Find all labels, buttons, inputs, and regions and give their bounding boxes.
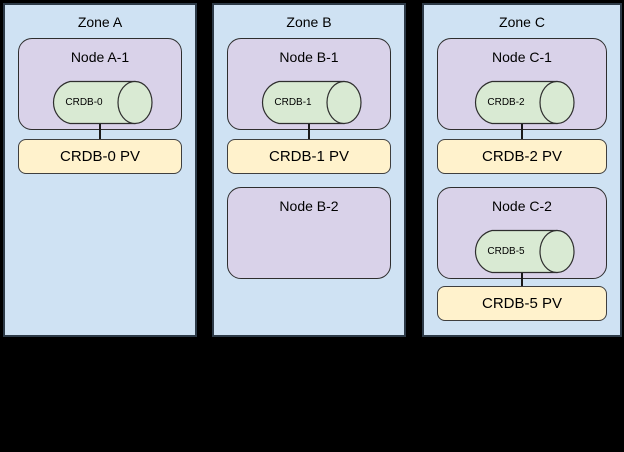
db-cylinder-icon <box>261 80 362 125</box>
zone-b-title: Zone B <box>286 14 332 30</box>
node-a1-title: Node A-1 <box>70 49 130 65</box>
crdb-2-pv-label: CRDB-2 PV <box>481 148 563 165</box>
zone-a: Zone A Node A-1 CRDB-0 CRDB-0 PV <box>3 3 197 337</box>
crdb-0-pod: CRDB-0 <box>47 80 153 125</box>
db-cylinder-icon <box>52 80 153 125</box>
crdb-1-pod: CRDB-1 <box>256 80 362 125</box>
crdb-1-pv-label: CRDB-1 PV <box>268 148 350 165</box>
db-cylinder-icon <box>474 229 575 274</box>
node-b1-title: Node B-1 <box>279 49 339 65</box>
node-b2: Node B-2 <box>227 187 391 279</box>
zone-c: Zone C Node C-1 CRDB-2 CRDB-2 PV Node C-… <box>422 3 622 337</box>
crdb-0-pod-label: CRDB-0 <box>65 97 103 108</box>
crdb-2-pod: CRDB-2 <box>469 80 575 125</box>
crdb-5-pod-label: CRDB-5 <box>487 246 525 257</box>
pod-to-pv-connector <box>521 124 523 140</box>
crdb-5-pv-label: CRDB-5 PV <box>481 295 563 312</box>
crdb-1-pv: CRDB-1 PV <box>227 139 391 174</box>
node-c2: Node C-2 CRDB-5 <box>437 187 607 279</box>
node-a1: Node A-1 CRDB-0 <box>18 38 182 130</box>
crdb-5-pv: CRDB-5 PV <box>437 286 607 321</box>
pod-to-pv-connector <box>99 124 101 140</box>
zone-b: Zone B Node B-1 CRDB-1 CRDB-1 PV Node B-… <box>212 3 406 337</box>
crdb-0-pv: CRDB-0 PV <box>18 139 182 174</box>
crdb-0-pv-label: CRDB-0 PV <box>59 148 141 165</box>
crdb-5-pod: CRDB-5 <box>469 229 575 274</box>
node-c1-title: Node C-1 <box>492 49 552 65</box>
node-b1: Node B-1 CRDB-1 <box>227 38 391 130</box>
crdb-1-pod-label: CRDB-1 <box>274 97 312 108</box>
node-b2-title: Node B-2 <box>279 198 339 214</box>
node-c2-title: Node C-2 <box>492 198 552 214</box>
zone-c-title: Zone C <box>499 14 545 30</box>
crdb-2-pod-label: CRDB-2 <box>487 97 525 108</box>
zone-a-title: Zone A <box>77 14 123 30</box>
pod-to-pv-connector <box>521 273 523 287</box>
pod-to-pv-connector <box>308 124 310 140</box>
db-cylinder-icon <box>474 80 575 125</box>
crdb-2-pv: CRDB-2 PV <box>437 139 607 174</box>
node-c1: Node C-1 CRDB-2 <box>437 38 607 130</box>
